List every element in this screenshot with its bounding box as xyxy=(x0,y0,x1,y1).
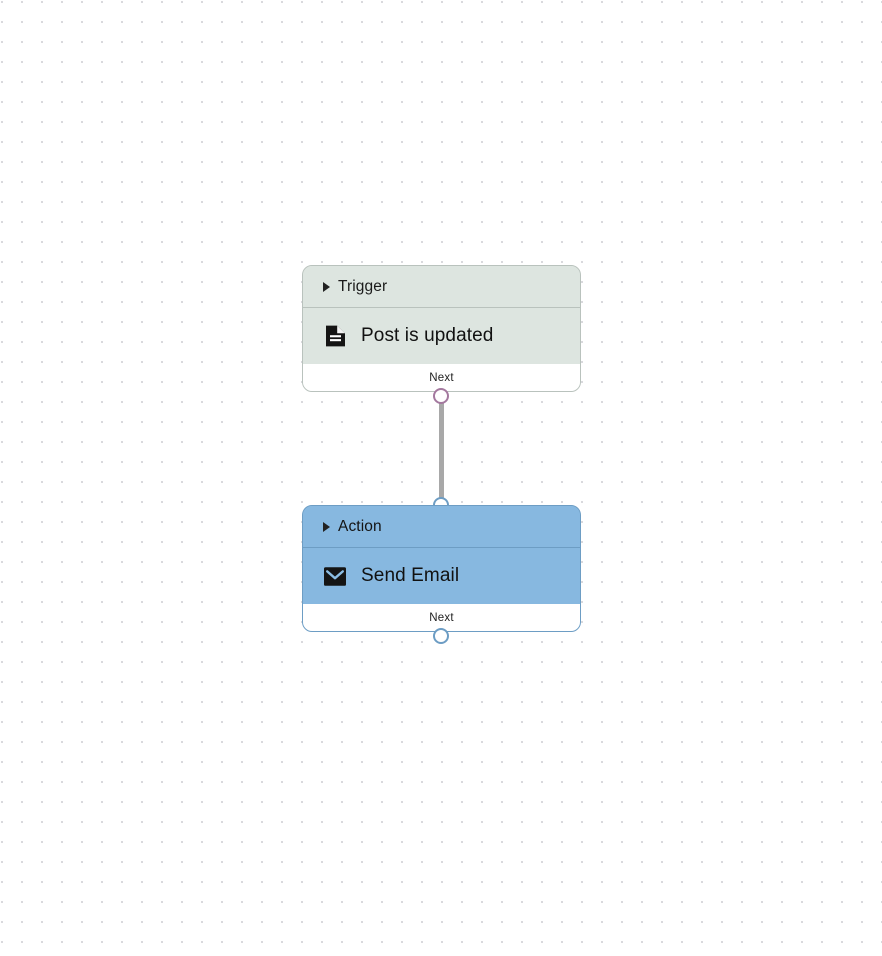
connector-edge-trigger-to-action[interactable] xyxy=(439,396,444,506)
node-trigger-header[interactable]: Trigger xyxy=(303,266,580,308)
node-action-header-label: Action xyxy=(338,517,382,535)
workflow-node-action[interactable]: Action Send Email Next xyxy=(302,505,581,632)
port-trigger-output[interactable] xyxy=(433,388,449,404)
node-trigger-footer[interactable]: Next xyxy=(303,364,580,391)
node-action-header[interactable]: Action xyxy=(303,506,580,548)
triangle-right-icon[interactable] xyxy=(323,521,330,532)
node-trigger-header-label: Trigger xyxy=(338,277,388,295)
node-action-next-label: Next xyxy=(429,611,454,624)
document-icon xyxy=(323,324,347,348)
node-trigger-next-label: Next xyxy=(429,371,454,384)
node-trigger-body[interactable]: Post is updated xyxy=(303,308,580,364)
envelope-icon xyxy=(323,564,347,588)
workflow-node-trigger[interactable]: Trigger Post is updated Next xyxy=(302,265,581,392)
node-trigger-body-label: Post is updated xyxy=(361,325,494,346)
node-action-body[interactable]: Send Email xyxy=(303,548,580,604)
node-action-footer[interactable]: Next xyxy=(303,604,580,631)
port-action-output[interactable] xyxy=(433,628,449,644)
node-action-body-label: Send Email xyxy=(361,565,460,586)
triangle-right-icon[interactable] xyxy=(323,281,330,292)
